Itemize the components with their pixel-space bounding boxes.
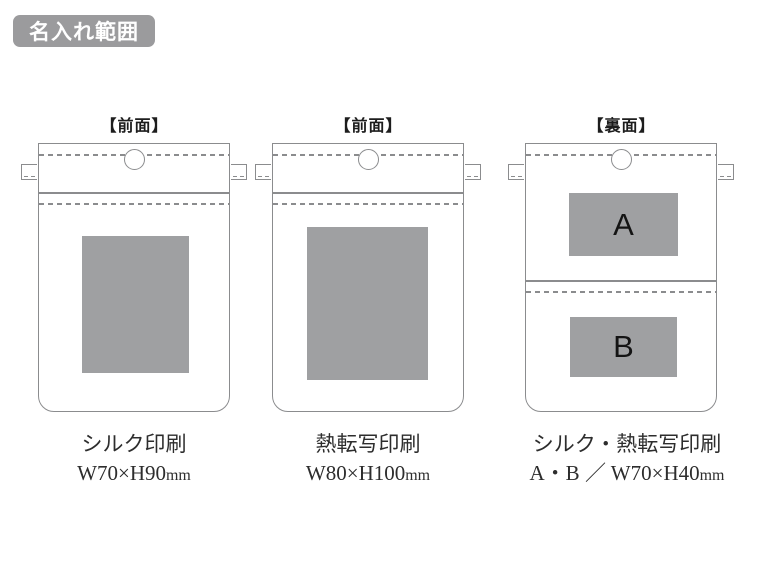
- bag1-seam-line: [39, 192, 229, 194]
- bag2-drawstring-hole: [358, 149, 379, 170]
- bag2-caption: 熱転写印刷 W80×H100mm: [248, 430, 488, 490]
- bag2-size-unit: mm: [405, 467, 431, 484]
- bag3-size-value: A・B ／ W70×H40: [529, 461, 700, 485]
- bag2-print-area: [307, 227, 428, 380]
- bag1-face-label: 【前面】: [100, 118, 169, 135]
- bag3-print-area-a-label: A: [613, 206, 634, 242]
- bag1-drawstring-hole: [124, 149, 145, 170]
- bag2-face-label: 【前面】: [334, 118, 403, 135]
- section-badge: 名入れ範囲: [13, 15, 155, 47]
- bag3-back-outline: A B: [508, 143, 734, 412]
- bag1-caption: シルク印刷 W70×H90mm: [14, 430, 254, 490]
- bag3-print-area-a: A: [569, 193, 678, 256]
- bag3-caption-size: A・B ／ W70×H40mm: [500, 459, 754, 490]
- bag3-caption: シルク・熱転写印刷 A・B ／ W70×H40mm: [500, 430, 754, 490]
- tab-stitch-line: [467, 175, 478, 177]
- bag1-print-area: [82, 236, 189, 373]
- tab-stitch-line: [511, 175, 522, 177]
- bag3-face-label: 【裏面】: [587, 118, 656, 135]
- tab-stitch-line: [258, 175, 269, 177]
- bag3-drawstring-hole: [611, 149, 632, 170]
- bag1-seam-stitch-line: [39, 203, 229, 205]
- bag3-seam-stitch-line: [526, 291, 716, 293]
- bag3-side-tab-right: [718, 164, 734, 180]
- bag1-front-outline: [21, 143, 247, 412]
- bag2-front-outline: [255, 143, 481, 412]
- bag3-side-tab-left: [508, 164, 524, 180]
- bag1-caption-method: シルク印刷: [81, 432, 187, 456]
- bag3-seam-line: [526, 280, 716, 282]
- bag2-side-tab-right: [465, 164, 481, 180]
- bag2-caption-size: W80×H100mm: [248, 459, 488, 490]
- bag2-caption-method: 熱転写印刷: [315, 432, 421, 456]
- bag2-seam-stitch-line: [273, 203, 463, 205]
- tab-stitch-line: [24, 175, 35, 177]
- bag3-print-area-b-label: B: [613, 329, 634, 364]
- bag3-caption-method: シルク・熱転写印刷: [532, 432, 722, 456]
- tab-stitch-line: [233, 175, 244, 177]
- bag1-size-value: W70×H90: [77, 461, 166, 485]
- bag3-size-unit: mm: [699, 467, 725, 484]
- bag1-side-tab-right: [231, 164, 247, 180]
- bag2-size-value: W80×H100: [305, 461, 406, 485]
- bag1-side-tab-left: [21, 164, 37, 180]
- section-badge-label: 名入れ範囲: [29, 21, 139, 44]
- tab-stitch-line: [720, 175, 731, 177]
- bag1-caption-size: W70×H90mm: [14, 459, 254, 490]
- bag1-size-unit: mm: [166, 467, 191, 484]
- bag2-side-tab-left: [255, 164, 271, 180]
- bag2-seam-line: [273, 192, 463, 194]
- bag3-print-area-b: B: [570, 317, 677, 377]
